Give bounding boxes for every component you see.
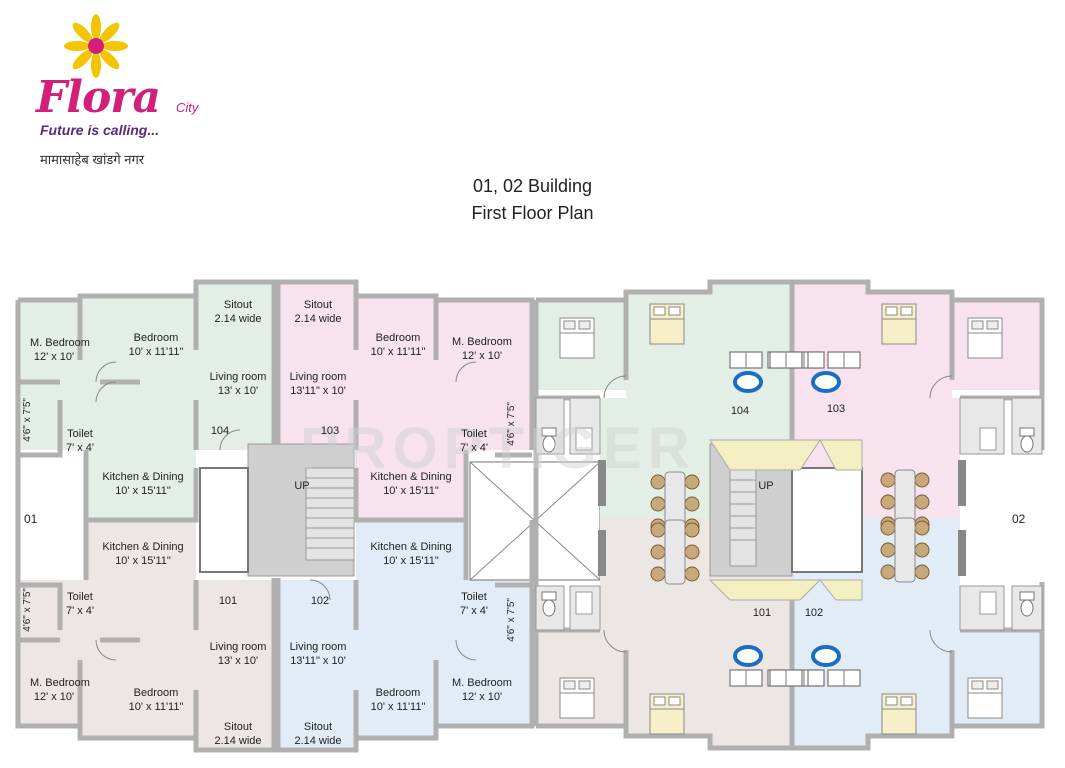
locality-name: मामासाहेब खांडगे नगर (40, 152, 145, 167)
unit-number: 103 (320, 425, 340, 437)
plan-subtitle: First Floor Plan (471, 203, 594, 223)
unit-number: 102 (804, 607, 824, 619)
room-label: 4'6" x 7'5" (506, 402, 517, 446)
flower-icon (64, 14, 128, 78)
unit-number: 101 (752, 607, 772, 619)
unit-number: 101 (218, 595, 238, 607)
unit-number: 102 (310, 595, 330, 607)
unit-number: 104 (730, 405, 750, 417)
flora-city-logo: Flora City Future is calling... मामासाहे… (30, 14, 220, 174)
stair-up-label: UP (758, 480, 774, 492)
room-label: 4'6" x 7'5" (22, 588, 33, 632)
room-label: 4'6" x 7'5" (506, 598, 517, 642)
brand-tagline: Future is calling... (40, 122, 160, 138)
brand-name: Flora (36, 72, 161, 123)
brand-city: City (176, 100, 199, 115)
unit-number: 103 (826, 403, 846, 415)
unit-number: 104 (210, 425, 230, 437)
wing-label-right: 02 (1012, 512, 1026, 526)
stair-up-label: UP (294, 480, 310, 492)
room-label: 4'6" x 7'5" (22, 398, 33, 442)
wing-label-left: 01 (24, 512, 38, 526)
plan-title: 01, 02 Building (472, 176, 593, 196)
watermark: PROPTIGER (300, 416, 696, 481)
